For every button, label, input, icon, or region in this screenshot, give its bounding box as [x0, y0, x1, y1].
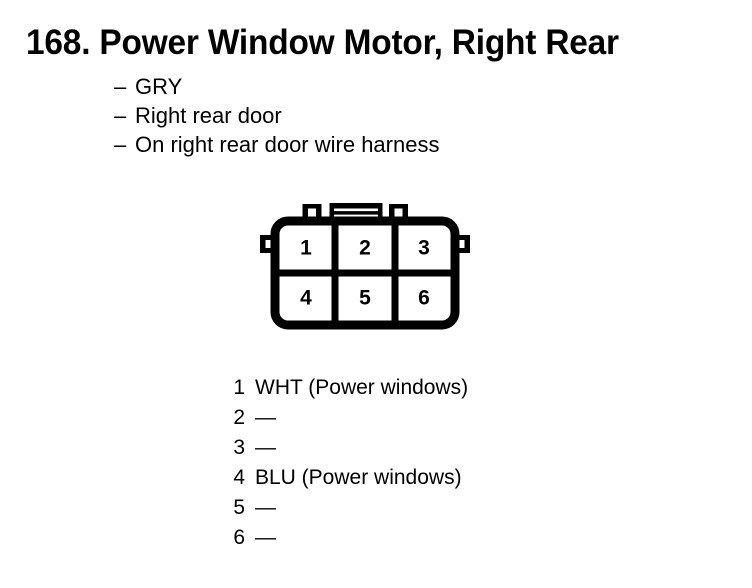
connector-diagram: 1 2 3 4 5 6 — [255, 195, 475, 335]
pin-value: — — [255, 436, 276, 459]
spec-dash: – — [114, 103, 127, 128]
spec-dash: – — [114, 74, 127, 99]
pin-number: 2 — [233, 406, 245, 429]
connector-grid — [279, 225, 451, 321]
cavity-number: 6 — [418, 287, 430, 310]
cavity-number: 1 — [300, 237, 312, 260]
cavity-number: 5 — [359, 287, 371, 310]
pin-row: 4 BLU (Power windows) — [180, 463, 600, 493]
cavity-number: 2 — [359, 237, 371, 260]
pin-number: 4 — [233, 466, 245, 489]
spec-dash: – — [114, 132, 127, 157]
pin-row: 6 — — [180, 523, 600, 553]
spec-label: On right rear door wire harness — [135, 132, 440, 157]
spec-item: – On right rear door wire harness — [114, 130, 634, 159]
pin-number: 5 — [233, 496, 245, 519]
cavity-number: 4 — [300, 287, 312, 310]
pin-number: 1 — [233, 376, 245, 399]
pin-number: 3 — [233, 436, 245, 459]
pin-row: 3 — — [180, 433, 600, 463]
pin-value: — — [255, 526, 276, 549]
pin-value: BLU (Power windows) — [255, 466, 462, 489]
spec-label: Right rear door — [135, 103, 282, 128]
page-title: 168. Power Window Motor, Right Rear — [26, 23, 619, 62]
pin-value: WHT (Power windows) — [255, 376, 469, 399]
spec-list: – GRY – Right rear door – On right rear … — [114, 72, 634, 159]
pin-row: 1 WHT (Power windows) — [180, 373, 600, 403]
pin-row: 2 — — [180, 403, 600, 433]
pin-number: 6 — [233, 526, 245, 549]
pin-row: 5 — — [180, 493, 600, 523]
connector-cavity-numbers: 1 2 3 4 5 6 — [300, 237, 430, 310]
pin-value: — — [255, 496, 276, 519]
spec-item: – GRY — [114, 72, 634, 101]
cavity-number: 3 — [418, 237, 430, 260]
pin-assignment-list: 1 WHT (Power windows) 2 — 3 — 4 BLU (Pow… — [180, 373, 600, 553]
spec-item: – Right rear door — [114, 101, 634, 130]
pin-value: — — [255, 406, 276, 429]
spec-label: GRY — [135, 74, 183, 99]
